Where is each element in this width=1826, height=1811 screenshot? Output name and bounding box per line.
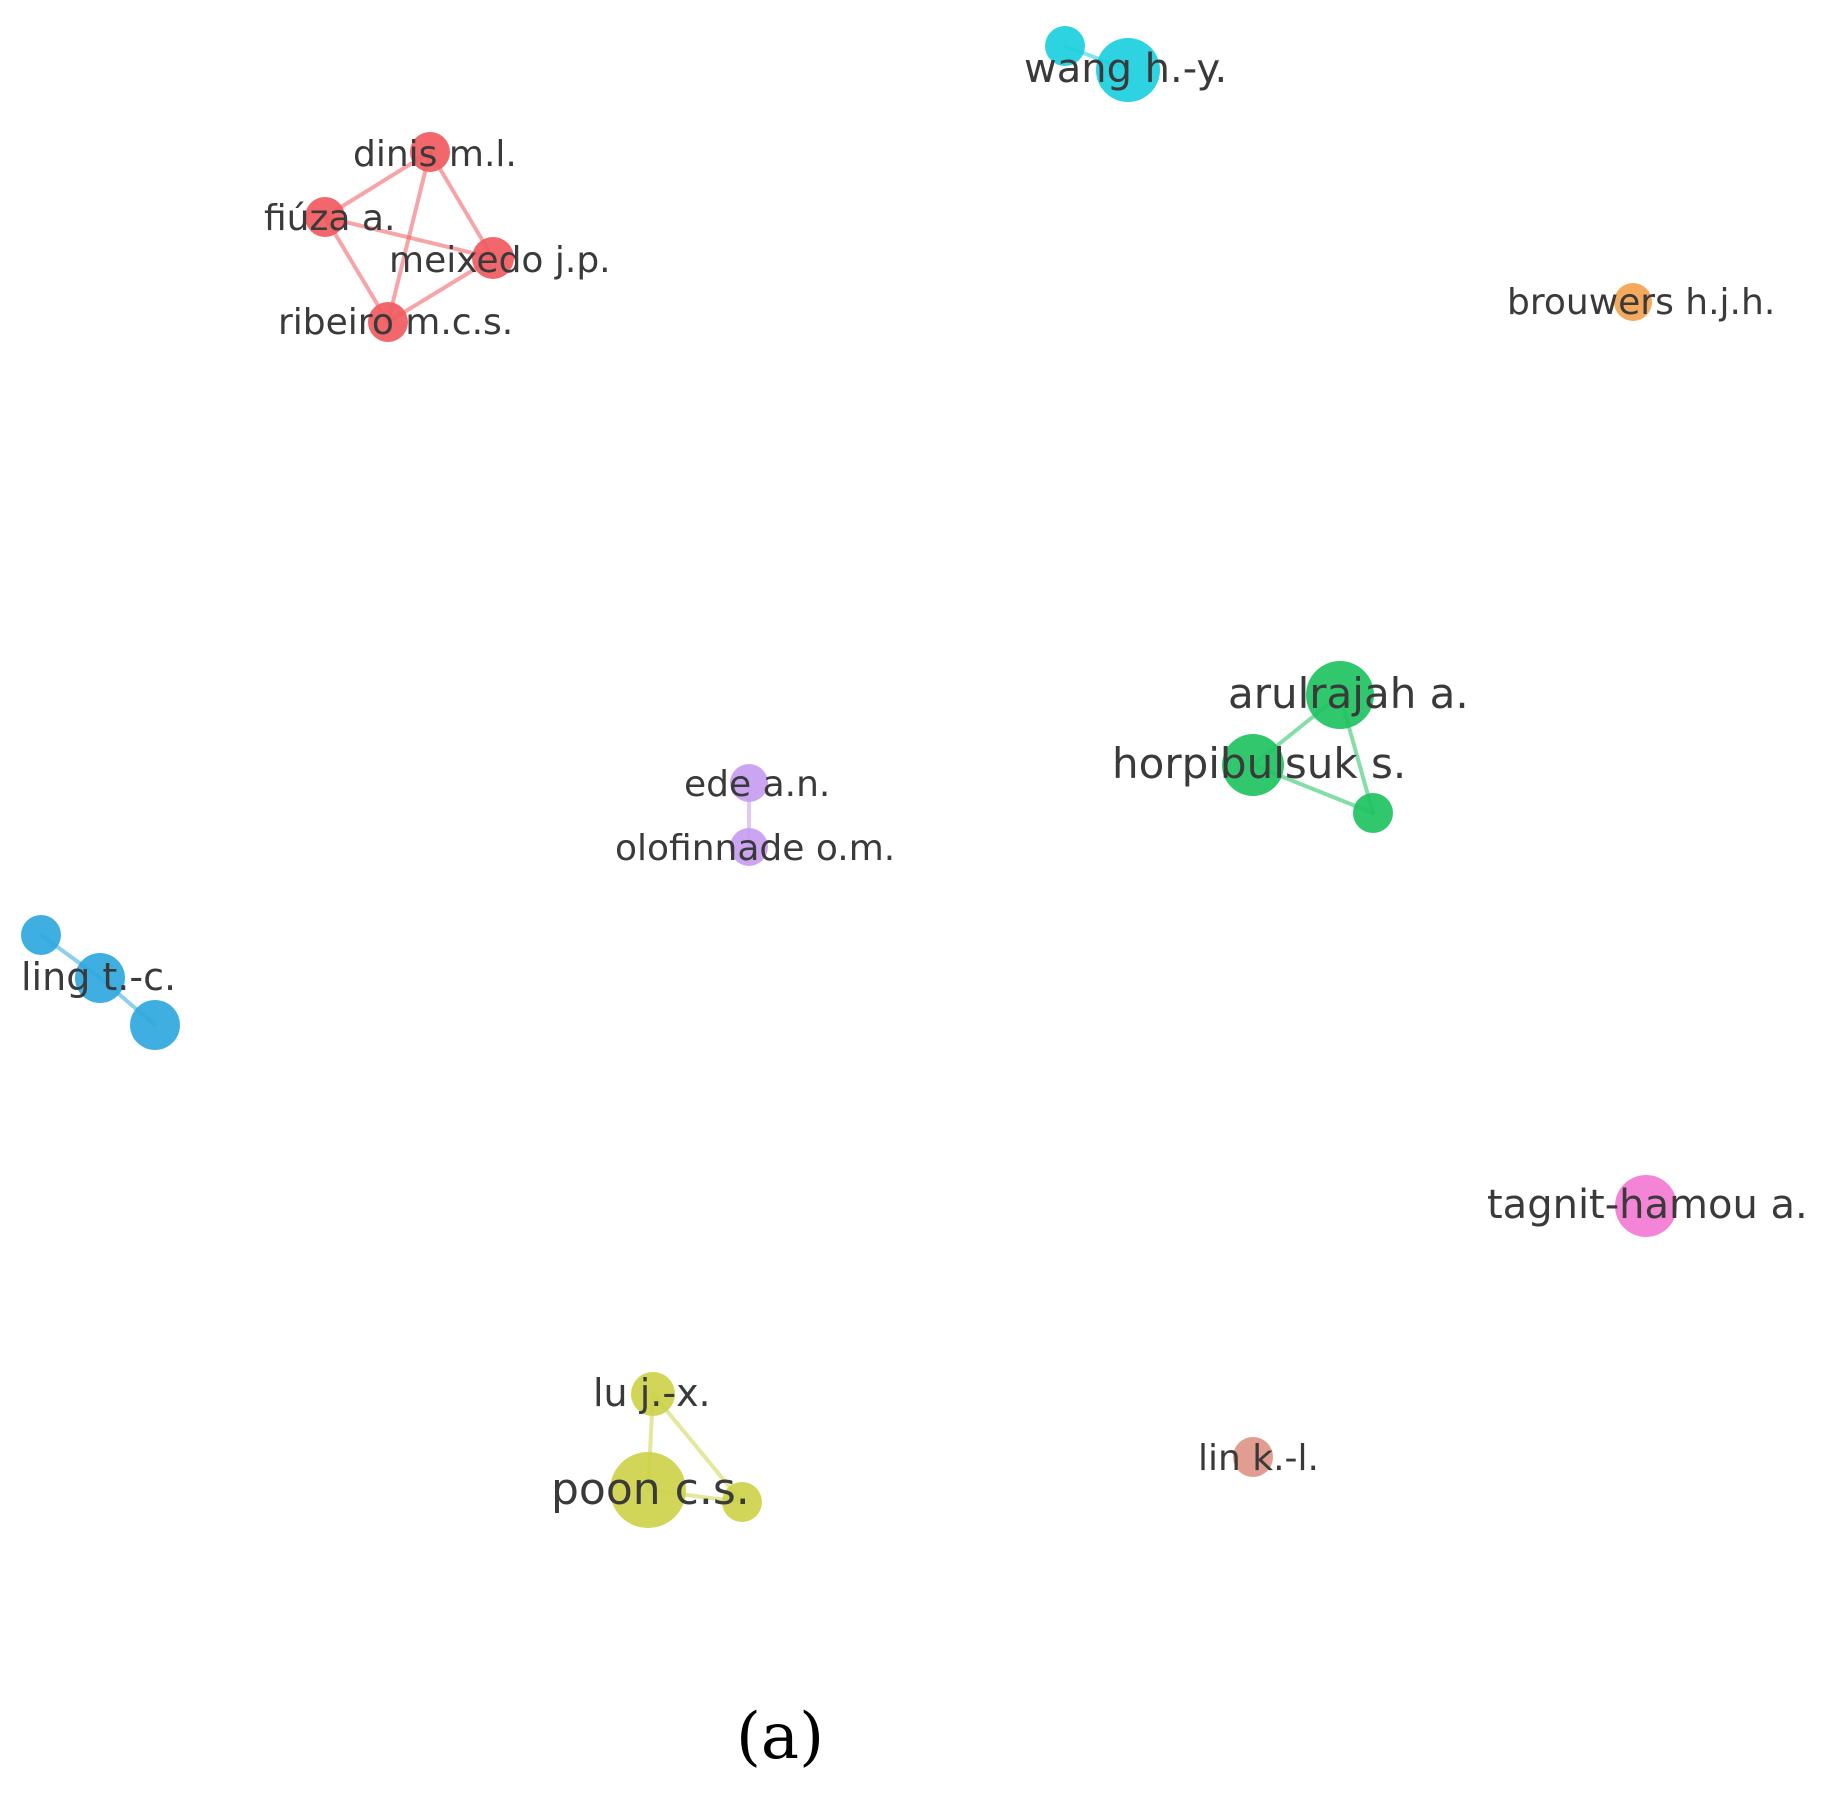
- node-ede[interactable]: [730, 764, 768, 802]
- node-lu[interactable]: [631, 1372, 675, 1416]
- label-dinis: dinis m.l.: [353, 134, 517, 175]
- link-fiuza-meixedo: [323, 215, 495, 260]
- label-wang: wang h.-y.: [1024, 46, 1227, 92]
- label-poon: poon c.s.: [551, 1464, 750, 1515]
- label-lin: lin k.-l.: [1198, 1438, 1319, 1479]
- node-ribeiro[interactable]: [368, 302, 408, 342]
- link-dinis-fiuza: [323, 150, 432, 219]
- node-olofinnade[interactable]: [730, 828, 768, 866]
- node-ling[interactable]: [75, 953, 125, 1003]
- label-lu: lu j.-x.: [593, 1371, 711, 1415]
- node-horpibulsuk[interactable]: [1222, 734, 1284, 796]
- node-green3[interactable]: [1353, 793, 1393, 833]
- node-yellow3[interactable]: [722, 1482, 762, 1522]
- node-dinis[interactable]: [410, 132, 450, 172]
- node-fiuza[interactable]: [305, 197, 345, 237]
- node-lin[interactable]: [1233, 1437, 1273, 1477]
- label-ling: ling t.-c.: [21, 955, 176, 999]
- nodes-layer: [21, 26, 1677, 1528]
- node-blue3[interactable]: [130, 1000, 180, 1050]
- node-blue1[interactable]: [21, 915, 61, 955]
- label-meixedo: meixedo j.p.: [389, 240, 611, 281]
- node-tagnit[interactable]: [1615, 1175, 1677, 1237]
- label-olofinnade: olofinnade o.m.: [615, 828, 895, 869]
- label-ede: ede a.n.: [684, 764, 830, 805]
- label-horpibulsuk: horpibulsuk s.: [1112, 739, 1406, 788]
- node-wang[interactable]: [1096, 38, 1160, 102]
- node-poon[interactable]: [610, 1452, 686, 1528]
- label-brouwers: brouwers h.j.h.: [1507, 282, 1775, 323]
- node-brouwers[interactable]: [1614, 283, 1652, 321]
- link-lu-yellow3: [651, 1392, 744, 1504]
- link-fiuza-ribeiro: [323, 215, 390, 324]
- node-arulrajah[interactable]: [1306, 661, 1374, 729]
- label-ribeiro: ribeiro m.c.s.: [278, 302, 513, 343]
- label-tagnit: tagnit-hamou a.: [1487, 1182, 1808, 1228]
- labels-layer: wang h.-y. dinis m.l. fiúza a.meixedo j.p.…: [21, 46, 1808, 1515]
- label-fiuza: fiúza a.: [264, 198, 395, 239]
- node-meixedo[interactable]: [472, 237, 514, 279]
- figure-caption: (a): [735, 1700, 825, 1774]
- label-arulrajah: arulrajah a.: [1228, 669, 1469, 718]
- node-wang2[interactable]: [1045, 26, 1085, 66]
